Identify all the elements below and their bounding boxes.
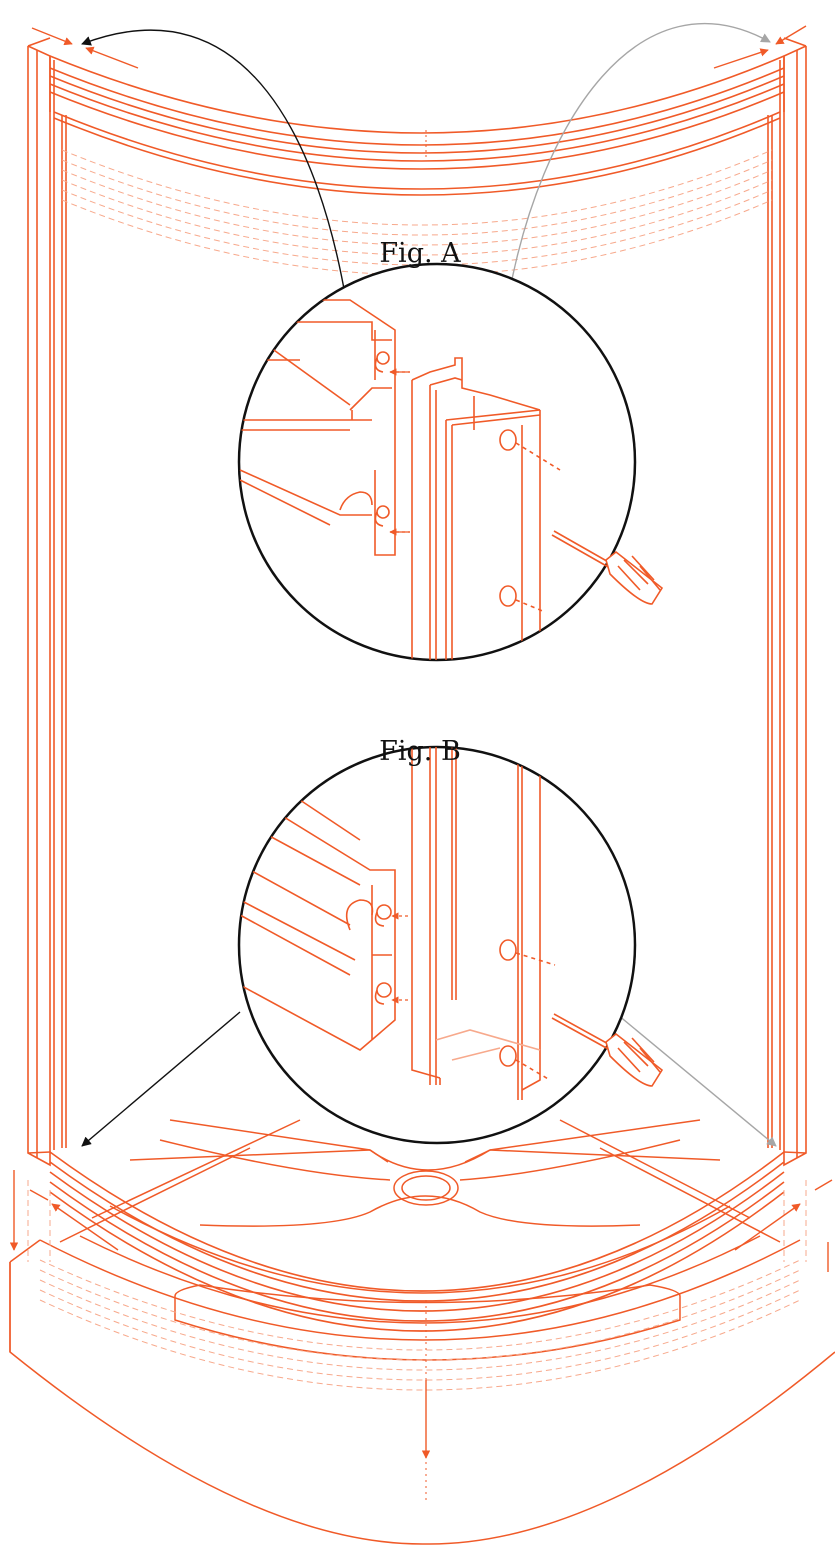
fig-b-arrows: [391, 912, 408, 1004]
fig-a-arrows: [389, 368, 408, 536]
top-curved-rail: [49, 55, 785, 196]
fig-b-detail: [237, 745, 664, 1145]
right-vertical-profile: [767, 37, 807, 1167]
shower-tray: [9, 1119, 835, 1545]
screwdriver-icon: [551, 530, 664, 605]
fig-b-label: Fig. B: [379, 736, 461, 767]
top-insert-arrows: [31, 25, 807, 69]
fig-a-label: Fig. A: [379, 238, 461, 269]
bottom-insert-arrows: [9, 1170, 833, 1459]
fig-a-left-callout-arrow: [81, 29, 347, 301]
fig-b-right-callout-arrow: [611, 1009, 777, 1147]
bottom-rail-hidden-edges: [27, 1180, 807, 1391]
fig-a-detail: [237, 262, 664, 662]
top-rail-hidden-edges: [61, 149, 773, 276]
fig-b-left-callout-arrow: [81, 1011, 241, 1147]
left-vertical-profile: [27, 37, 67, 1167]
bottom-curved-rail: [27, 1151, 807, 1332]
screwdriver-icon: [551, 1013, 664, 1087]
fig-a-right-callout-arrow: [507, 22, 771, 301]
